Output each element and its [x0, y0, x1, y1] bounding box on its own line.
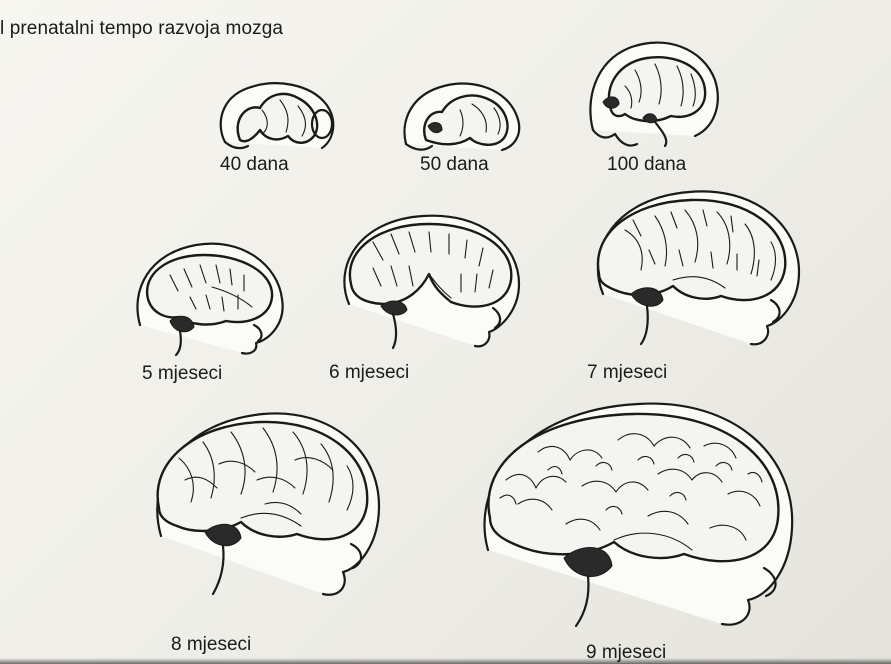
stage-9-months: 9 mjeseci [478, 400, 798, 664]
embryo-40-days-drawing [210, 80, 340, 160]
stage-label: 50 dana [420, 154, 489, 176]
stage-50-days: 50 dana [398, 80, 528, 200]
stage-label: 8 mjeseci [171, 634, 251, 656]
stage-100-days: 100 dana [585, 40, 735, 200]
page-edge-shadow [0, 658, 891, 664]
stage-label: 6 mjeseci [329, 362, 409, 384]
embryo-100-days-drawing [585, 40, 725, 150]
fetal-brain-7-months-drawing [585, 190, 805, 350]
fetal-brain-9-months-drawing [478, 400, 798, 630]
stage-label: 5 mjeseci [142, 363, 222, 385]
stage-label: 40 dana [220, 154, 289, 176]
embryo-50-days-drawing [398, 80, 528, 160]
diagram-title: l prenatalni tempo razvoja mozga [0, 18, 283, 40]
fetal-brain-5-months-drawing [130, 235, 290, 355]
stage-label: 100 dana [607, 154, 686, 176]
stage-8-months: 8 mjeseci [145, 408, 385, 664]
fetal-brain-6-months-drawing [325, 210, 525, 350]
stage-7-months: 7 mjeseci [585, 190, 810, 390]
stage-40-days: 40 dana [210, 80, 340, 200]
stage-label: 7 mjeseci [587, 362, 667, 384]
stage-5-months: 5 mjeseci [130, 235, 290, 395]
fetal-brain-8-months-drawing [145, 408, 385, 598]
stage-6-months: 6 mjeseci [325, 210, 525, 390]
